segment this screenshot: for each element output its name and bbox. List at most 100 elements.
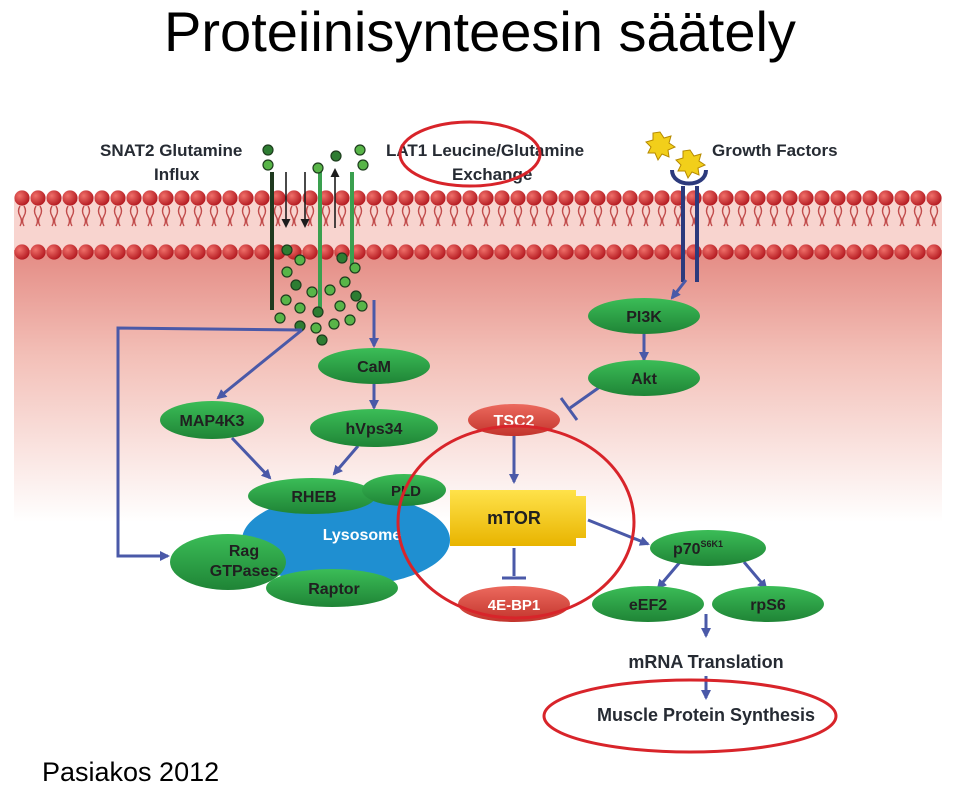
lipid-tail [145, 205, 151, 227]
lipid-tail [629, 205, 635, 227]
amino-acid-dot [339, 276, 351, 288]
membrane-bead [862, 244, 878, 260]
amino-acid-dot [316, 334, 328, 346]
membrane-bead [254, 244, 270, 260]
membrane-bead [158, 244, 174, 260]
amino-acid-dot [274, 312, 286, 324]
lipid-tail [65, 205, 71, 227]
lipid-tail [257, 205, 263, 227]
slide-title: Proteiinisynteesin säätely [164, 0, 796, 63]
membrane-bead [654, 244, 670, 260]
lipid-tail [597, 205, 603, 227]
membrane-bead [574, 244, 590, 260]
lipid-tail [165, 205, 171, 227]
lipid-tail [501, 205, 507, 227]
growth-factor-receptor [670, 169, 708, 282]
membrane-bead [590, 190, 606, 206]
amino-acid-dot [354, 144, 366, 156]
membrane-bead [686, 244, 702, 260]
muscle-protein-synthesis-label: Muscle Protein Synthesis [597, 705, 815, 725]
membrane-bead [462, 244, 478, 260]
svg-text:PI3K: PI3K [626, 309, 662, 326]
membrane-bead [14, 190, 30, 206]
membrane-bead [750, 190, 766, 206]
membrane-bead [926, 190, 942, 206]
svg-text:hVps34: hVps34 [346, 421, 403, 438]
growth-factors-label: Growth Factors [712, 141, 838, 160]
membrane-bead [334, 190, 350, 206]
svg-text:MAP4K3: MAP4K3 [180, 413, 245, 430]
lipid-tail [453, 205, 459, 227]
membrane-bead [910, 190, 926, 206]
svg-text:RHEB: RHEB [291, 489, 336, 506]
membrane-bead [718, 190, 734, 206]
membrane-bead [846, 190, 862, 206]
membrane-bead [782, 190, 798, 206]
lipid-tail [241, 205, 247, 227]
lipid-tail [645, 205, 651, 227]
lipid-tail [773, 205, 779, 227]
lipid-tail [309, 205, 315, 227]
membrane-bead [238, 244, 254, 260]
membrane-bead [622, 190, 638, 206]
amino-acid-dot [324, 284, 336, 296]
lipid-tail [641, 205, 647, 227]
membrane-bead [174, 244, 190, 260]
highlight-annotations [396, 120, 838, 754]
membrane-bead [494, 190, 510, 206]
map4k3-node: MAP4K3 [160, 401, 264, 439]
lipid-tail [853, 205, 859, 227]
citation: Pasiakos 2012 [42, 757, 220, 787]
lipid-tail [33, 205, 39, 227]
membrane-bead [238, 190, 254, 206]
svg-text:PLD: PLD [391, 483, 421, 500]
svg-text:p70S6K1: p70S6K1 [673, 539, 723, 558]
membrane-bead [510, 244, 526, 260]
amino-acid-dot [312, 306, 324, 318]
lipid-tail [273, 205, 279, 227]
amino-acid-dot [281, 244, 293, 256]
svg-text:CaM: CaM [357, 359, 391, 376]
lipid-tail [725, 205, 731, 227]
lipid-tail [177, 205, 183, 227]
amino-acid-dot [349, 262, 361, 274]
lipid-tail [785, 205, 791, 227]
lipid-tail [229, 205, 235, 227]
membrane-bead [366, 190, 382, 206]
membrane-bead [62, 244, 78, 260]
membrane-bead [766, 244, 782, 260]
lipid-tail [721, 205, 727, 227]
cell-interior [14, 222, 942, 522]
lipid-tail [757, 205, 763, 227]
amino-acid-dot [356, 300, 368, 312]
amino-acid-dot [280, 294, 292, 306]
lipid-tail [197, 205, 203, 227]
membrane-bead [702, 244, 718, 260]
lipid-tail [261, 205, 267, 227]
membrane-bead [142, 190, 158, 206]
lipid-tail [373, 205, 379, 227]
lipid-tail [673, 205, 679, 227]
mtor-highlight-circle [396, 424, 636, 620]
lipid-tail [913, 205, 919, 227]
svg-text:eEF2: eEF2 [629, 597, 667, 614]
membrane-bead [606, 244, 622, 260]
membrane-bead [30, 244, 46, 260]
membrane-bead [446, 244, 462, 260]
svg-text:GTPases: GTPases [210, 563, 279, 580]
membrane-bead [174, 190, 190, 206]
membrane-bead [798, 190, 814, 206]
amino-acid-dot [357, 159, 369, 171]
amino-acid-dot [330, 150, 342, 162]
lipid-tail [901, 205, 907, 227]
membrane-bead [526, 190, 542, 206]
svg-text:rpS6: rpS6 [750, 597, 786, 614]
lipid-tail [149, 205, 155, 227]
lipid-tail [517, 205, 523, 227]
lipid-tail [49, 205, 55, 227]
membrane-bead [734, 190, 750, 206]
amino-acid-dot [334, 300, 346, 312]
rheb-node: RHEB [248, 478, 376, 514]
lipid-tail [341, 205, 347, 227]
